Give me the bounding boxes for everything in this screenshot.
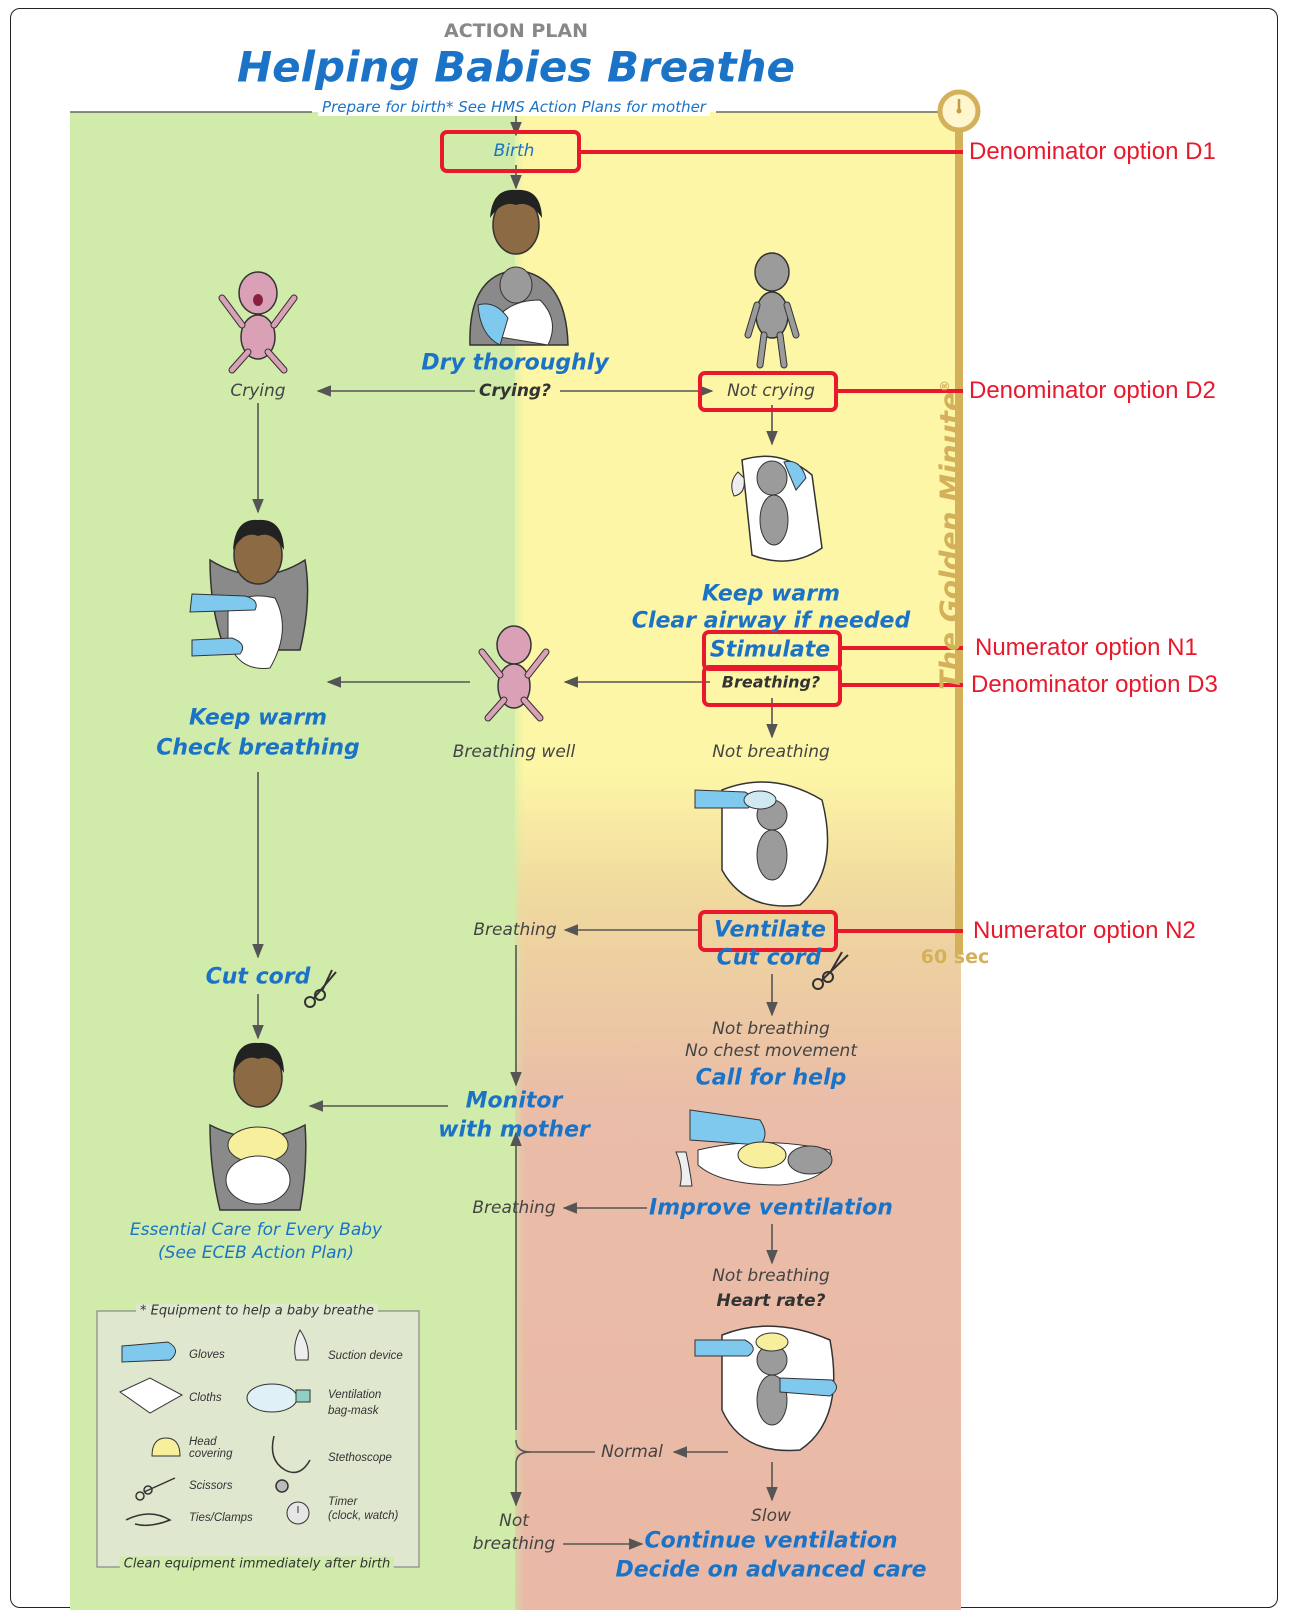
clock-icon [937, 89, 981, 133]
essential-care-label: Essential Care for Every Baby [129, 1220, 383, 1240]
annotation-d3: Denominator option D3 [971, 671, 1218, 698]
mother-with-baby-illustration [209, 1042, 307, 1211]
annotation-d2: Denominator option D2 [969, 377, 1216, 404]
breathing-label-3: breathing [472, 1534, 556, 1554]
not-crying-label: Not crying [727, 381, 815, 401]
gloves-label: Gloves [189, 1349, 225, 1361]
ties-clamps-icon [125, 1513, 172, 1527]
bag-mask-icon [246, 1383, 311, 1413]
birth-label: Birth [493, 141, 535, 161]
not-label: Not [499, 1511, 529, 1531]
suction-device-label: Suction device [328, 1350, 403, 1362]
sixty-sec-label: 60 sec [920, 946, 990, 968]
advanced-care-step: Decide on advanced care [615, 1557, 927, 1583]
cloths-label: Cloths [189, 1392, 222, 1404]
heart-rate-question: Heart rate? [716, 1291, 826, 1311]
annotation-n1: Numerator option N1 [975, 634, 1198, 661]
no-chest-movement-label: No chest movement [685, 1041, 857, 1061]
header-kicker: ACTION PLAN [444, 20, 588, 42]
keep-warm-baby-illustration [731, 455, 823, 562]
crying-baby-illustration [218, 271, 298, 374]
crying-question: Crying? [479, 381, 551, 401]
scissors-icon-right [812, 951, 849, 990]
timer-label-1: Timer [328, 1496, 358, 1508]
head-covering-label-2: covering [189, 1448, 233, 1460]
normal-label: Normal [601, 1442, 663, 1462]
clear-airway-step: Clear airway if needed [631, 608, 911, 634]
stimulate-step: Stimulate [709, 637, 831, 663]
keep-warm-step: Keep warm [701, 581, 841, 607]
crying-label: Crying [230, 381, 286, 401]
not-breathing-label-1: Not breathing [712, 742, 830, 762]
golden-minute-bar [955, 128, 963, 954]
slow-label: Slow [751, 1506, 791, 1526]
eceb-plan-label: (See ECEB Action Plan) [158, 1243, 354, 1263]
scissors-icon [304, 969, 337, 1008]
timer-label-2: (clock, watch) [328, 1510, 399, 1522]
stethoscope-label: Stethoscope [328, 1452, 392, 1464]
cut-cord-left-step: Cut cord [205, 964, 311, 990]
with-mother-step: with mother [438, 1117, 590, 1143]
ventilation-label-1: Ventilation [328, 1389, 382, 1401]
ties-clamps-label: Ties/Clamps [189, 1512, 253, 1524]
breathing-label-1: Breathing [473, 920, 557, 940]
limp-baby-illustration [744, 252, 800, 369]
ventilation-label-2: bag-mask [328, 1405, 379, 1417]
gloves-icon [121, 1341, 176, 1363]
not-breathing-label-3: Not breathing [712, 1266, 830, 1286]
equipment-footer: Clean equipment immediately after birth [119, 1556, 395, 1572]
monitor-step: Monitor [465, 1088, 563, 1114]
timer-icon [286, 1501, 310, 1525]
mother-drying-baby-illustration [469, 189, 569, 346]
breathing-question: Breathing? [721, 672, 821, 692]
cloths-icon [119, 1377, 184, 1414]
annotation-d1: Denominator option D1 [969, 138, 1216, 165]
head-covering-icon [151, 1437, 181, 1457]
annotation-n2: Numerator option N2 [973, 917, 1196, 944]
check-breathing-step: Check breathing [156, 735, 360, 761]
head-covering-label-1: Head [189, 1436, 217, 1448]
ventilate-baby-illustration [694, 781, 829, 907]
breathing-well-label: Breathing well [452, 742, 576, 762]
page-title: Helping Babies Breathe [236, 42, 796, 92]
cut-cord-right-step: Cut cord [716, 945, 822, 971]
call-for-help-step: Call for help [695, 1065, 847, 1091]
keep-warm-left-step: Keep warm [188, 705, 328, 731]
ventilate-step: Ventilate [714, 917, 826, 943]
not-breathing-label-2: Not breathing [712, 1019, 830, 1039]
golden-minute-label: The Golden Minute® [933, 379, 967, 691]
improve-ventilation-step: Improve ventilation [649, 1195, 893, 1221]
mother-keep-warm-illustration [189, 519, 309, 669]
heart-rate-baby-illustration [694, 1325, 837, 1452]
prepare-note: Prepare for birth* See HMS Action Plans … [318, 98, 710, 116]
dry-thoroughly-step: Dry thoroughly [421, 350, 609, 376]
call-for-help-illustration [675, 1109, 833, 1187]
stethoscope-icon [271, 1435, 311, 1493]
scissors-icon-legend [135, 1477, 176, 1501]
continue-ventilation-step: Continue ventilation [644, 1528, 898, 1554]
equipment-title: * Equipment to help a baby breathe [135, 1303, 379, 1319]
breathing-label-2: Breathing [472, 1198, 556, 1218]
suction-device-icon [294, 1329, 309, 1361]
scissors-label: Scissors [189, 1480, 233, 1492]
breathing-well-baby-illustration [478, 625, 550, 722]
